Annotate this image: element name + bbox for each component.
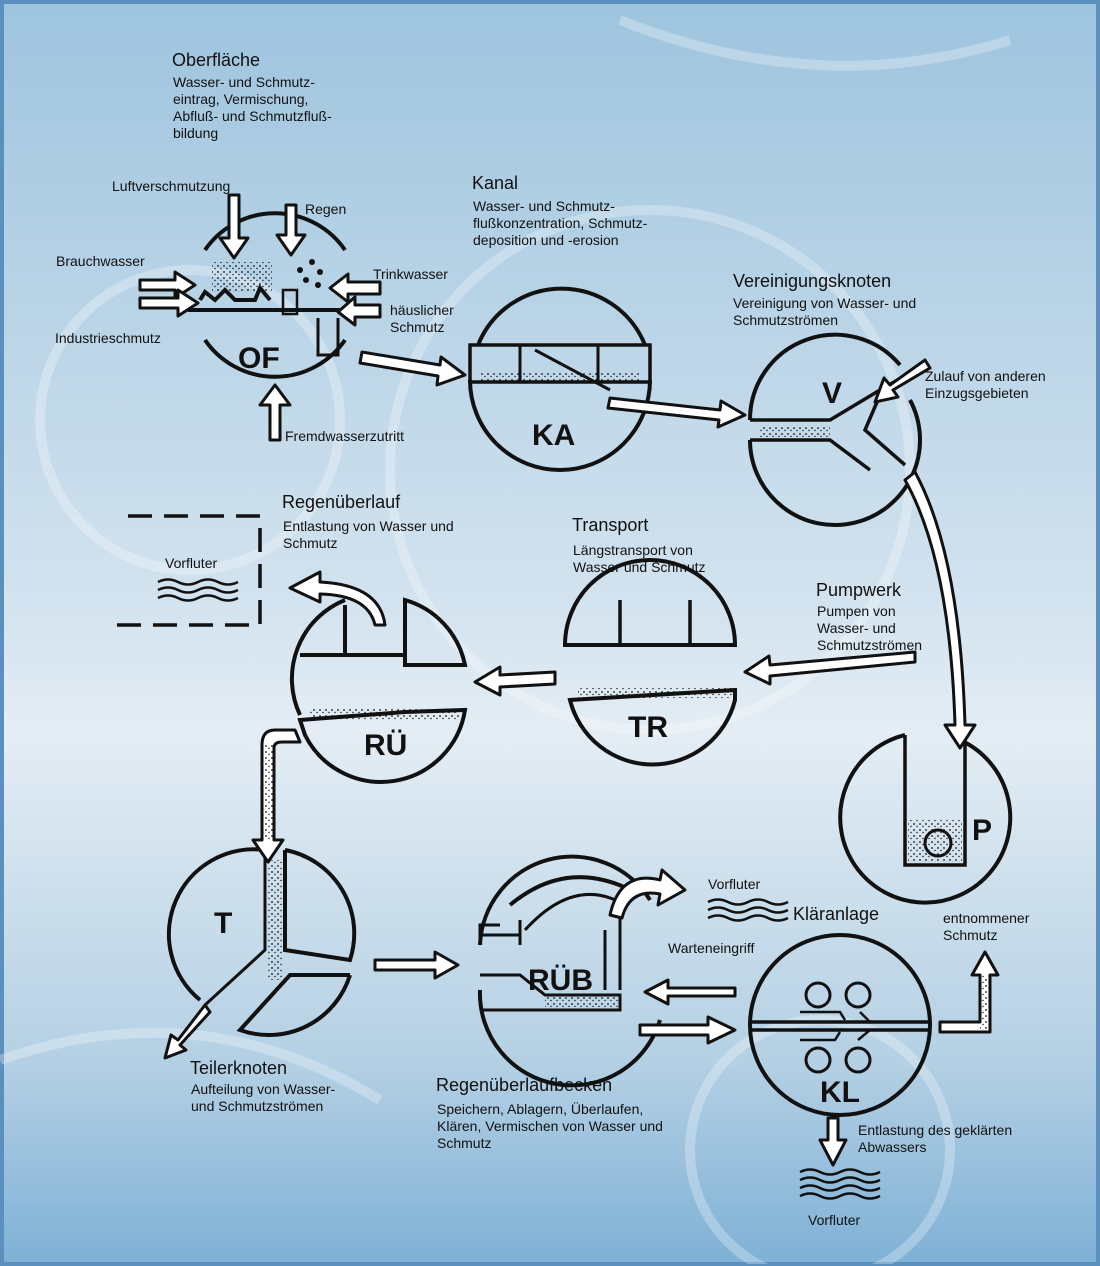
background-watermark	[0, 15, 1012, 1264]
rain-drops-icon	[297, 259, 323, 288]
node-code-of: OF	[238, 342, 280, 375]
teilerknoten-desc: Aufteilung von Wasser- und Schmutzströme…	[191, 1081, 336, 1114]
node-rueb-circle	[477, 854, 662, 1088]
node-code-p: P	[972, 814, 993, 847]
arrow-rueb-vorfluter	[608, 868, 687, 920]
arrow-p-tr	[743, 650, 917, 686]
regenueberlauf-desc: Entlastung von Wasser und Schmutz	[283, 518, 454, 551]
arrow-warten	[643, 978, 737, 1006]
node-ka-circle	[468, 286, 652, 472]
arrow-v-p	[903, 470, 977, 750]
node-of-circle	[188, 211, 355, 379]
node-p-circle	[838, 733, 1013, 905]
arrow-kl-vorfluter	[818, 1116, 848, 1167]
arrow-rue-vorfluter	[288, 570, 387, 627]
transport-desc: Längstransport von Wasser und Schmutz	[573, 542, 706, 575]
arrow-of-ka	[358, 350, 467, 387]
arrow-industrie	[138, 288, 200, 318]
arrow-trink	[328, 272, 382, 304]
transport-title: Transport	[572, 515, 649, 535]
arrow-ka-v	[606, 396, 747, 429]
regenueberlauf-title: Regenüberlauf	[282, 492, 401, 512]
regenueberlaufbecken-title: Regenüberlaufbecken	[436, 1075, 613, 1095]
fremdwasserzutritt-label: Fremdwasserzutritt	[285, 428, 405, 444]
zulauf-label: Zulauf von anderen Einzugsgebieten	[925, 368, 1046, 401]
entlastung-label: Entlastung des geklärten Abwassers	[858, 1122, 1013, 1155]
arrow-fremd	[258, 383, 292, 442]
node-t-circle	[166, 847, 357, 1038]
vorfluter-label-rue: Vorfluter	[165, 555, 218, 571]
node-code-kl: KL	[820, 1076, 860, 1109]
arrow-tr-rue	[473, 665, 557, 697]
vorfluter-label-kl: Vorfluter	[808, 1212, 861, 1228]
node-code-rueb: RÜB	[528, 964, 593, 997]
arrow-rueb-kl	[638, 1015, 737, 1045]
arrow-t-rueb	[373, 950, 460, 980]
arrow-zulauf	[873, 358, 932, 404]
node-code-t: T	[214, 907, 233, 940]
pumpwerk-title: Pumpwerk	[816, 580, 902, 600]
vereinigungsknoten-title: Vereinigungsknoten	[733, 271, 892, 291]
entnommener-schmutz-label: entnommener Schmutz	[943, 910, 1030, 943]
node-code-tr: TR	[628, 711, 668, 744]
haeuslicher-schmutz-label: häuslicher Schmutz	[390, 302, 454, 335]
water-waves-icon	[157, 578, 881, 1200]
trinkwasser-label: Trinkwasser	[373, 266, 448, 282]
pumpwerk-desc: Pumpen von Wasser- und Schmutzströmen	[817, 603, 923, 653]
arrow-rue-t	[251, 728, 302, 864]
arrow-t-out	[163, 1003, 212, 1060]
node-code-v: V	[822, 377, 843, 410]
vorfluter-label-rueb: Vorfluter	[708, 876, 761, 892]
warteneingriff-label: Warteneingriff	[668, 940, 755, 956]
node-code-rue: RÜ	[364, 729, 408, 762]
vereinigungsknoten-desc: Vereinigung von Wasser- und Schmutzström…	[733, 295, 917, 328]
node-code-ka: KA	[532, 419, 576, 452]
oberflaeche-desc: Wasser- und Schmutz- eintrag, Vermischun…	[173, 74, 332, 141]
arrow-luft	[218, 193, 250, 260]
arrow-haeus	[336, 295, 382, 327]
teilerknoten-title: Teilerknoten	[190, 1058, 288, 1078]
node-v-circle	[747, 332, 922, 527]
klaeranlage-title: Kläranlage	[793, 904, 880, 924]
luftverschmutzung-label: Luftverschmutzung	[112, 178, 231, 194]
regenueberlaufbecken-desc: Speichern, Ablagern, Überlaufen, Klären,…	[437, 1101, 663, 1151]
node-tr-circle	[562, 558, 738, 767]
kanal-desc: Wasser- und Schmutz- flußkonzentration, …	[473, 198, 648, 248]
regen-label: Regen	[305, 201, 347, 217]
node-rue-circle	[289, 597, 468, 784]
node-kl-circle	[748, 933, 932, 1117]
industrieschmutz-label: Industrieschmutz	[55, 330, 161, 346]
brauchwasser-label: Brauchwasser	[56, 253, 145, 269]
vorfluter-dashed-box	[115, 514, 262, 627]
kanal-title: Kanal	[472, 173, 519, 193]
oberflaeche-title: Oberfläche	[172, 50, 261, 70]
arrow-regen	[275, 203, 307, 257]
